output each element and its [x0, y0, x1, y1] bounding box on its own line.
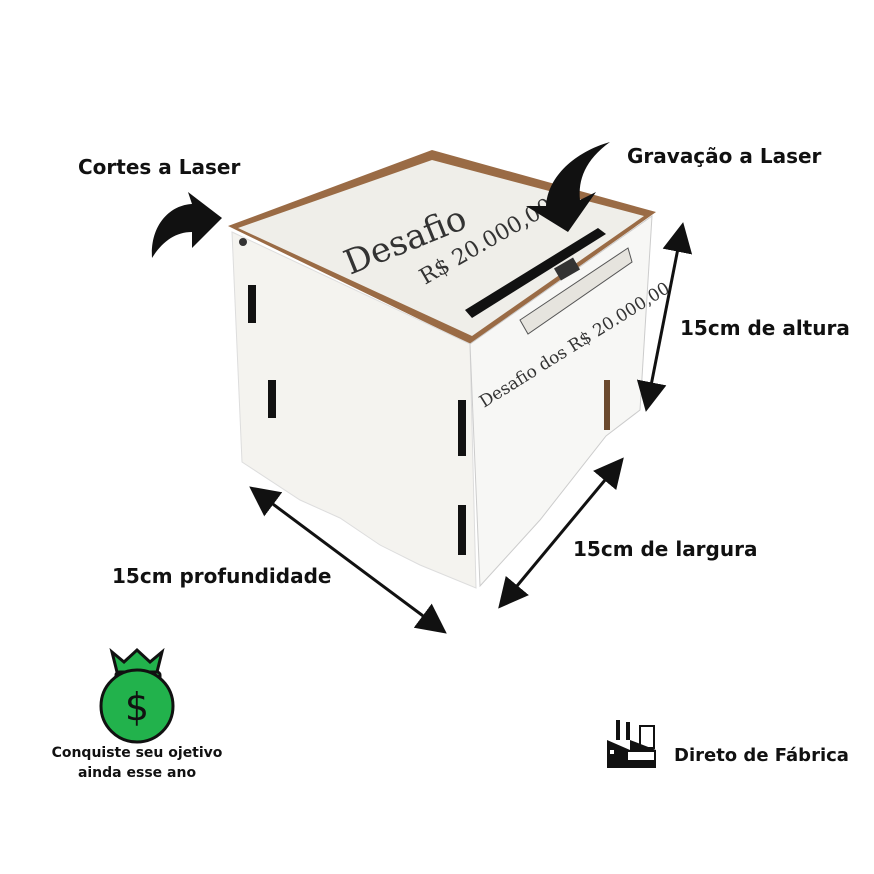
factory-label: Direto de Fábrica — [674, 745, 849, 766]
height-arrow — [636, 222, 693, 412]
goal-line-2: ainda esse ano — [77, 765, 197, 781]
width-arrow — [498, 457, 624, 609]
laser-cut-label: Cortes a Laser — [78, 155, 241, 179]
curved-arrow-icon — [151, 192, 222, 258]
width-label: 15cm de largura — [573, 537, 758, 561]
money-box: Desafio R$ 20.000,00 Desafio dos R$ 20.0… — [228, 15, 673, 589]
curved-arrow-icon — [526, 142, 610, 232]
money-bag-icon: $ — [99, 647, 175, 744]
laser-engraving-label: Gravação a Laser — [627, 144, 822, 168]
goal-caption: Conquiste seu ojetivo ainda esse ano — [40, 743, 234, 783]
factory-icon — [607, 720, 656, 768]
challenge-grid — [480, 15, 600, 102]
coin-slot — [465, 228, 606, 318]
coin-slot-flap — [519, 247, 633, 335]
height-label: 15cm de altura — [680, 316, 850, 340]
svg-text:$: $ — [125, 685, 149, 729]
depth-label: 15cm profundidade — [112, 564, 332, 588]
goal-line-1: Conquiste seu ojetivo — [51, 745, 223, 761]
box-top — [238, 160, 644, 336]
depth-arrow — [249, 486, 447, 634]
